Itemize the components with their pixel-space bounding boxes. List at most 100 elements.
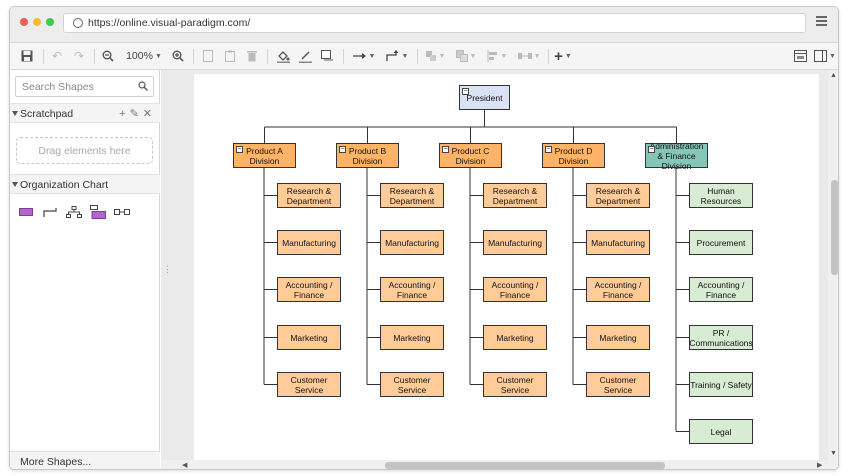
layout-panel-dropdown[interactable]: ▼ <box>813 47 837 65</box>
address-bar[interactable]: https://online.visual-paradigm.com/ <box>63 13 806 33</box>
division-node[interactable]: Product D Division− <box>542 143 605 168</box>
department-node[interactable]: Customer Service <box>277 372 341 397</box>
distribute-icon[interactable]: ▼ <box>515 47 543 65</box>
department-node[interactable]: Research & Department <box>277 183 341 208</box>
org-link-shape-icon[interactable] <box>114 204 130 220</box>
dropzone-text: Drag elements here <box>38 144 131 157</box>
department-node[interactable]: Marketing <box>277 325 341 350</box>
department-node[interactable]: Manufacturing <box>277 230 341 255</box>
delete-icon[interactable] <box>244 47 260 65</box>
department-node[interactable]: PR / Communications <box>689 325 753 350</box>
undo-icon[interactable]: ↶ <box>51 49 63 63</box>
department-node[interactable]: Manufacturing <box>586 230 650 255</box>
collapse-toggle-icon[interactable]: − <box>339 146 346 153</box>
zoom-out-icon[interactable] <box>99 47 117 65</box>
sidebar-splitter[interactable]: ⋮ <box>163 265 172 274</box>
browser-window: https://online.visual-paradigm.com/ ↶ ↷ … <box>9 6 839 470</box>
add-icon[interactable]: + <box>119 108 130 120</box>
department-node[interactable]: Human Resources <box>689 183 753 208</box>
org-unit-shape-icon[interactable] <box>18 204 34 220</box>
department-node-label: Customer Service <box>290 374 328 395</box>
department-node[interactable]: Accounting / Finance <box>586 277 650 302</box>
org-hierarchy-shape-icon[interactable] <box>66 204 82 220</box>
collapse-toggle-icon[interactable]: − <box>236 146 243 153</box>
scroll-right-icon[interactable]: ▶ <box>817 462 823 469</box>
scroll-down-icon[interactable]: ▼ <box>830 450 837 457</box>
department-node[interactable]: Research & Department <box>586 183 650 208</box>
maximize-window-button[interactable] <box>46 18 54 26</box>
department-node-label: Marketing <box>599 332 637 343</box>
close-window-button[interactable] <box>20 18 28 26</box>
division-node[interactable]: Product B Division− <box>336 143 399 168</box>
division-node-label: Product D Division <box>554 145 593 166</box>
browser-menu-icon[interactable] <box>816 16 827 28</box>
minimize-window-button[interactable] <box>33 18 41 26</box>
department-node[interactable]: Marketing <box>380 325 444 350</box>
arrange-icon[interactable]: ▼ <box>422 47 448 65</box>
more-shapes-button[interactable]: More Shapes... <box>10 451 160 469</box>
collapse-toggle-icon[interactable]: − <box>545 146 552 153</box>
connector-style-dropdown[interactable]: ▼ <box>350 47 378 65</box>
edit-icon[interactable]: ✎ <box>129 108 143 120</box>
waypoint-style-dropdown[interactable]: ▼ <box>382 47 412 65</box>
horizontal-scrollbar[interactable]: ◀ ▶ <box>161 460 838 469</box>
search-shapes-input[interactable]: Search Shapes <box>15 76 154 97</box>
department-node[interactable]: Manufacturing <box>380 230 444 255</box>
organization-chart-header[interactable]: Organization Chart <box>10 174 160 194</box>
department-node-label: Accounting / Finance <box>697 279 745 300</box>
department-node[interactable]: Customer Service <box>483 372 547 397</box>
line-color-icon[interactable] <box>296 47 314 65</box>
department-node[interactable]: Marketing <box>586 325 650 350</box>
vertical-scroll-thumb[interactable] <box>831 180 838 275</box>
department-node[interactable]: Manufacturing <box>483 230 547 255</box>
scratchpad-header[interactable]: Scratchpad +✎✕ <box>10 103 160 123</box>
department-node[interactable]: Training / Safety <box>689 372 753 397</box>
scroll-up-icon[interactable]: ▲ <box>830 72 837 79</box>
collapse-toggle-icon[interactable]: − <box>442 146 449 153</box>
department-node[interactable]: Customer Service <box>586 372 650 397</box>
department-node-label: Accounting / Finance <box>388 279 436 300</box>
diagram-page[interactable]: President− Product A Division− Research & … <box>194 74 819 462</box>
department-node[interactable]: Accounting / Finance <box>277 277 341 302</box>
diagram-canvas[interactable]: President− Product A Division− Research & … <box>161 70 838 469</box>
org-connector-shape-icon[interactable] <box>42 204 58 220</box>
zoom-level-dropdown[interactable]: 100%▼ <box>122 47 166 65</box>
division-node[interactable]: Product A Division− <box>233 143 296 168</box>
department-node[interactable]: Accounting / Finance <box>689 277 753 302</box>
fill-color-icon[interactable] <box>274 47 292 65</box>
department-node[interactable]: Customer Service <box>380 372 444 397</box>
group-icon[interactable]: ▼ <box>453 47 479 65</box>
division-node[interactable]: Product C Division− <box>439 143 502 168</box>
shadow-icon[interactable] <box>318 47 336 65</box>
format-panel-icon[interactable] <box>791 47 809 65</box>
org-tree-shape-icon[interactable] <box>90 204 106 220</box>
vertical-scrollbar[interactable]: ▲ ▼ <box>828 70 838 460</box>
department-node-label: Research & Department <box>389 185 435 206</box>
scroll-left-icon[interactable]: ◀ <box>182 462 188 469</box>
department-node[interactable]: Procurement <box>689 230 753 255</box>
department-node[interactable]: Accounting / Finance <box>483 277 547 302</box>
zoom-in-icon[interactable] <box>169 47 187 65</box>
close-icon[interactable]: ✕ <box>142 108 156 120</box>
department-node[interactable]: Marketing <box>483 325 547 350</box>
scratchpad-dropzone[interactable]: Drag elements here <box>16 137 153 164</box>
department-node-label: Marketing <box>290 332 328 343</box>
department-node[interactable]: Accounting / Finance <box>380 277 444 302</box>
collapse-toggle-icon[interactable]: − <box>648 146 655 153</box>
save-icon[interactable] <box>18 47 36 65</box>
collapse-toggle-icon[interactable]: − <box>462 88 469 95</box>
president-node[interactable]: President− <box>459 85 510 110</box>
department-node-label: Accounting / Finance <box>491 279 539 300</box>
department-node-label: Research & Department <box>595 185 641 206</box>
department-node-label: Manufacturing <box>385 237 439 248</box>
redo-icon[interactable]: ↷ <box>73 49 85 63</box>
align-icon[interactable]: ▼ <box>484 47 510 65</box>
copy-icon[interactable] <box>200 47 216 65</box>
paste-icon[interactable] <box>222 47 238 65</box>
department-node[interactable]: Legal <box>689 419 753 444</box>
horizontal-scroll-thumb[interactable] <box>385 462 665 469</box>
insert-plus-icon[interactable]: +▼ <box>554 47 572 65</box>
department-node[interactable]: Research & Department <box>483 183 547 208</box>
division-node[interactable]: Administration & Finance Division− <box>645 141 708 171</box>
department-node[interactable]: Research & Department <box>380 183 444 208</box>
